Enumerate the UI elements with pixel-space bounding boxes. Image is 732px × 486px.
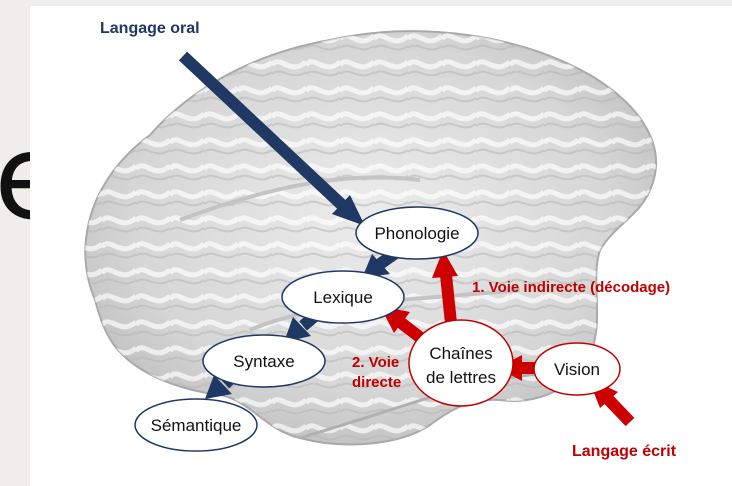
label-langage-ecrit: Langage écrit (572, 443, 677, 460)
node-phonologie-label: Phonologie (374, 224, 459, 243)
node-syntaxe: Syntaxe (202, 334, 326, 388)
label-voie-directe-line1: 2. Voie (352, 354, 399, 371)
label-voie-directe-line2: directe (352, 374, 401, 391)
node-chaines-label-line2: de lettres (426, 368, 496, 387)
node-chaines-de-lettres: Chaînes de lettres (408, 319, 514, 407)
node-vision: Vision (533, 342, 621, 396)
node-syntaxe-label: Syntaxe (233, 352, 294, 371)
node-lexique-label: Lexique (313, 288, 373, 307)
label-voie-indirecte: 1. Voie indirecte (décodage) (472, 279, 670, 296)
node-vision-label: Vision (554, 360, 600, 379)
label-langage-oral: Langage oral (100, 20, 200, 37)
node-semantique-label: Sémantique (151, 416, 242, 435)
arrow-langage-oral-to-phonologie (178, 51, 365, 226)
node-chaines-label-line1: Chaînes (429, 344, 492, 363)
node-semantique: Sémantique (134, 398, 258, 452)
node-lexique: Lexique (281, 270, 405, 324)
node-phonologie: Phonologie (355, 206, 479, 260)
